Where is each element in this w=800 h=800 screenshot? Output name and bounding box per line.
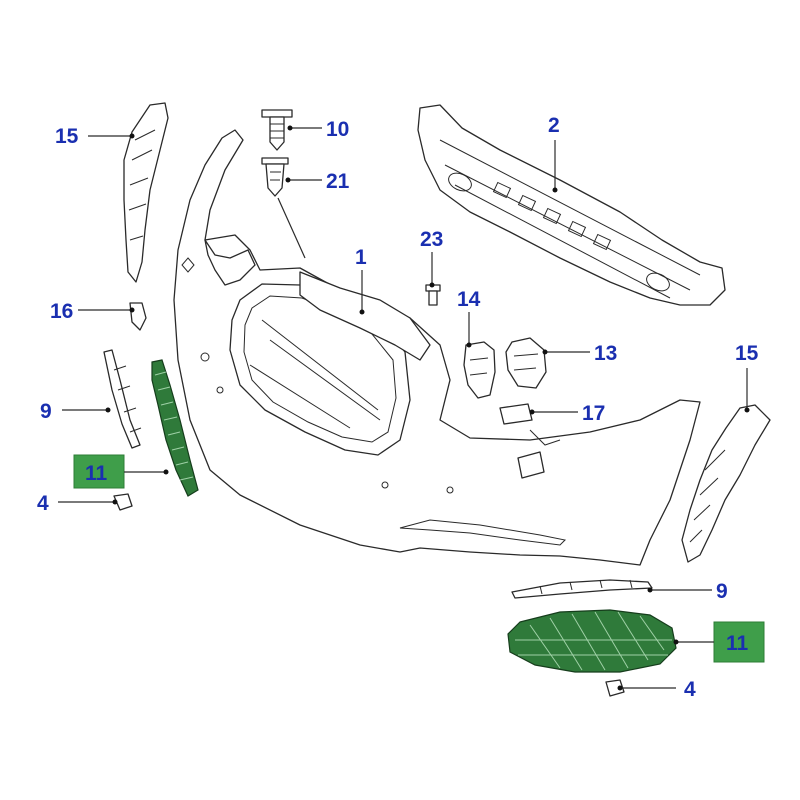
callout-4-lower[interactable]: 4 — [684, 678, 696, 701]
part-11-left-grille[interactable] — [151, 359, 199, 497]
part-15-left-bracket[interactable] — [123, 102, 169, 283]
leader-dots — [105, 125, 750, 691]
callout-9-lower[interactable]: 9 — [716, 580, 728, 603]
part-9-left-strip[interactable] — [103, 349, 142, 449]
callout-21[interactable]: 21 — [326, 170, 350, 193]
callout-14[interactable]: 14 — [457, 288, 481, 311]
callout-11-right[interactable]: 11 — [726, 632, 749, 655]
part-2-reinforcement[interactable] — [417, 104, 726, 306]
callout-labels: 15 10 21 2 1 23 16 14 13 15 9 17 11 4 9 … — [37, 114, 759, 701]
callout-4-left[interactable]: 4 — [37, 492, 49, 515]
callout-16[interactable]: 16 — [50, 300, 73, 323]
part-23-bolt[interactable] — [425, 284, 441, 306]
part-4-left-clip[interactable] — [113, 493, 133, 511]
part-1-bumper-cover[interactable] — [173, 129, 701, 566]
part-10-screw[interactable] — [261, 109, 293, 151]
part-14-bracket[interactable] — [463, 341, 496, 399]
part-21-clip[interactable] — [261, 157, 289, 197]
callout-15-left[interactable]: 15 — [55, 125, 79, 148]
part-11-lower-grille[interactable] — [507, 609, 677, 673]
callout-10[interactable]: 10 — [326, 118, 349, 141]
part-16-clip[interactable] — [129, 302, 147, 331]
callout-1[interactable]: 1 — [355, 246, 367, 269]
callout-2[interactable]: 2 — [548, 114, 560, 137]
part-15-right-bracket[interactable] — [681, 404, 771, 563]
callout-9-left[interactable]: 9 — [40, 400, 52, 423]
part-9-lower-strip[interactable] — [511, 579, 653, 599]
callout-15-right[interactable]: 15 — [735, 342, 759, 365]
highlight-box-11-right — [713, 621, 765, 663]
callout-13[interactable]: 13 — [594, 342, 617, 365]
callout-23[interactable]: 23 — [420, 228, 443, 251]
leader-lines — [58, 127, 748, 689]
part-13-bracket[interactable] — [505, 337, 547, 389]
highlight-box-11-left — [73, 454, 125, 489]
part-17-cover[interactable] — [499, 403, 561, 479]
part-4-lower-clip[interactable] — [605, 679, 625, 697]
callout-17[interactable]: 17 — [582, 402, 605, 425]
callout-11-left[interactable]: 11 — [85, 462, 108, 485]
